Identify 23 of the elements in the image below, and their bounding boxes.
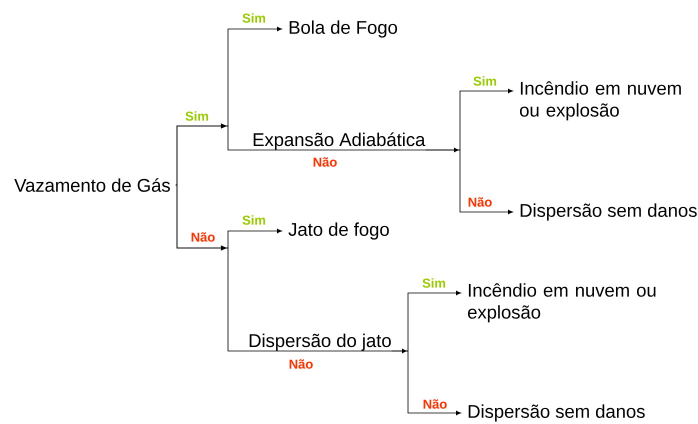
edge-label: Sim xyxy=(242,13,266,23)
event-text: Jato de fogo xyxy=(288,222,389,240)
event-text: Incêndio em nuvem ou explosão xyxy=(468,283,656,322)
edge-label: Sim xyxy=(422,278,446,288)
arrow xyxy=(391,350,461,416)
event-text: Dispersão do jato xyxy=(250,334,391,351)
event-text: Dispersão sem danos xyxy=(468,404,645,422)
edge-label: Não xyxy=(290,359,313,369)
arrow xyxy=(175,184,407,354)
arrow xyxy=(175,124,459,186)
edge-label: Sim xyxy=(474,76,496,86)
event-text: Vazamento de Gás xyxy=(14,178,170,192)
arrow xyxy=(425,150,513,214)
event-text: Bola de Fogo xyxy=(290,20,398,38)
edge-label: Não xyxy=(424,399,447,409)
branch-label: Não xyxy=(192,232,215,242)
event-text: Incêndio em nuvem ou explosão xyxy=(520,81,681,120)
edge-label: Sim xyxy=(242,215,266,225)
edge-label: Não xyxy=(314,157,337,167)
edge-label: Não xyxy=(468,197,492,207)
branch-label: Sim xyxy=(186,111,208,121)
event-text: Expansão Adiabática xyxy=(254,132,426,150)
event-text: Dispersão sem danos xyxy=(520,203,697,221)
